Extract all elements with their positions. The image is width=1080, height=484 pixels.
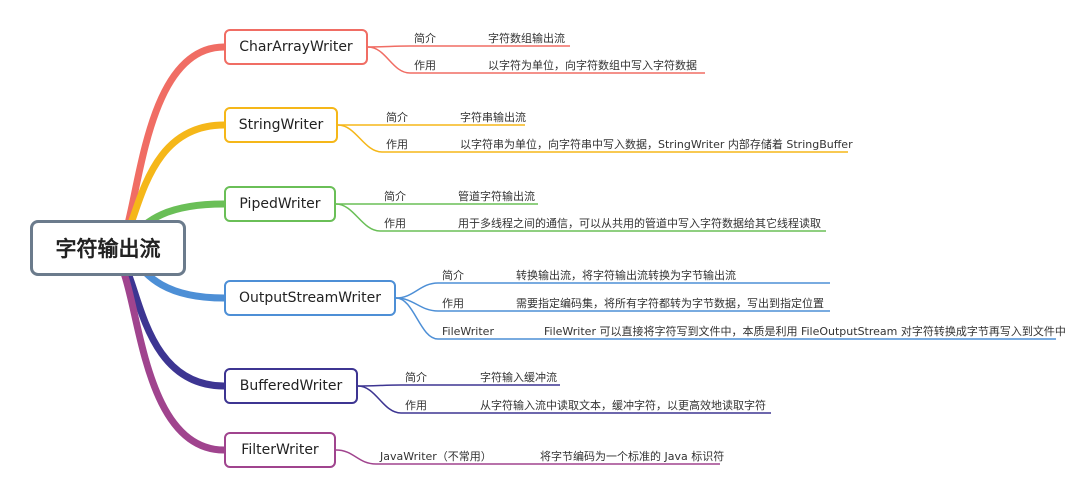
leaf-key: 简介 — [414, 32, 436, 45]
root-topic[interactable]: 字符输出流 — [30, 220, 186, 276]
leaf-connector — [367, 45, 411, 48]
leaf-key: 作用 — [414, 59, 436, 72]
leaf-value: 以字符串为单位，向字符串中写入数据，StringWriter 内部存储着 Str… — [460, 138, 853, 151]
leaf-connector — [395, 297, 439, 340]
leaf-key: 简介 — [384, 190, 406, 203]
leaf-key: 简介 — [405, 371, 427, 384]
branch-topic-label: FilterWriter — [241, 442, 319, 458]
leaf-key: 作用 — [442, 297, 464, 310]
leaf-connector — [357, 384, 402, 387]
leaf-value: 字符数组输出流 — [488, 32, 565, 45]
leaf-value: 字符串输出流 — [460, 111, 526, 124]
branch-topic[interactable]: BufferedWriter — [224, 368, 358, 404]
leaf-value: 以字符为单位，向字符数组中写入字符数据 — [488, 59, 697, 72]
leaf-value: FileWriter 可以直接将字符写到文件中，本质是利用 FileOutput… — [544, 325, 1066, 338]
leaf-key: 作用 — [386, 138, 408, 151]
leaf-key: JavaWriter（不常用） — [380, 450, 492, 463]
leaf-value: 从字符输入流中读取文本，缓冲字符，以更高效地读取字符 — [480, 399, 766, 412]
leaf-value: 将字节编码为一个标准的 Java 标识符 — [540, 450, 725, 463]
branch-topic[interactable]: CharArrayWriter — [224, 29, 368, 65]
branch-topic[interactable]: StringWriter — [224, 107, 338, 143]
leaf-value: 管道字符输出流 — [458, 190, 535, 203]
leaf-key: 作用 — [405, 399, 427, 412]
leaf-connector — [335, 449, 377, 465]
branch-topic[interactable]: PipedWriter — [224, 186, 336, 222]
leaf-connector — [367, 46, 411, 74]
leaf-connector — [337, 124, 383, 153]
leaf-key: 作用 — [384, 217, 406, 230]
leaf-connector — [357, 385, 402, 414]
leaf-value: 转换输出流，将字符输出流转换为字节输出流 — [516, 269, 736, 282]
branch-topic[interactable]: FilterWriter — [224, 432, 336, 468]
leaf-value: 需要指定编码集，将所有字符都转为字节数据，写出到指定位置 — [516, 297, 824, 310]
leaf-key: 简介 — [386, 111, 408, 124]
leaf-key: FileWriter — [442, 325, 494, 338]
branch-topic-label: OutputStreamWriter — [238, 290, 381, 306]
leaf-value: 字符输入缓冲流 — [480, 371, 557, 384]
leaf-key: 简介 — [442, 269, 464, 282]
branch-topic[interactable]: OutputStreamWriter — [224, 280, 396, 316]
leaf-value: 用于多线程之间的通信，可以从共用的管道中写入字符数据给其它线程读取 — [458, 217, 821, 230]
branch-topic-label: BufferedWriter — [239, 378, 343, 394]
branch-topic-label: StringWriter — [238, 117, 324, 133]
branch-topic-label: PipedWriter — [239, 196, 321, 212]
leaf-connector — [395, 282, 439, 299]
leaf-connector — [335, 203, 381, 232]
branch-topic-label: CharArrayWriter — [239, 39, 353, 55]
root-topic-label: 字符输出流 — [55, 237, 161, 261]
